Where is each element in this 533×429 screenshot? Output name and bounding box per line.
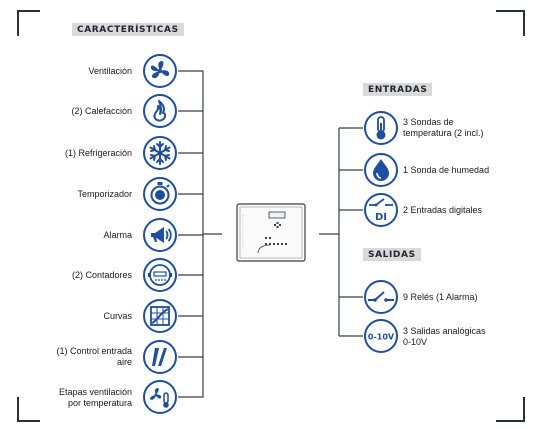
fan-thermometer-icon <box>142 379 178 415</box>
feature-label-calefaccion: (2) Calefacción <box>71 106 132 116</box>
analog-output-icon-text: 0-10V <box>368 333 395 342</box>
controller-device-image <box>236 203 306 262</box>
digital-input-switch-icon: DI <box>363 192 399 228</box>
stopwatch-icon <box>142 176 178 212</box>
heating-flame-icon <box>142 93 178 129</box>
snowflake-icon <box>142 135 178 171</box>
entrada-label-entradas-digitales: 2 Entradas digitales <box>403 205 483 215</box>
analog-output-icon: 0-10V <box>363 318 399 354</box>
entradas-header: ENTRADAS <box>363 83 433 96</box>
curve-chart-icon <box>142 298 178 334</box>
feature-label-etapas-ventilacion: Etapas ventilación por temperatura <box>58 387 132 408</box>
megaphone-icon <box>142 217 178 253</box>
thermometer-icon <box>363 110 399 146</box>
feature-label-contadores: (2) Contadores <box>71 270 132 280</box>
feature-label-ventilacion: Ventilación <box>88 66 132 76</box>
feature-label-alarma: Alarma <box>103 230 132 240</box>
salida-label-salidas-analogicas: 3 Salidas analógicas 0-10V <box>403 326 486 347</box>
caracteristicas-header: CARACTERÍSTICAS <box>72 23 184 36</box>
feature-label-curvas: Curvas <box>103 311 132 321</box>
feature-label-refrigeracion: (1) Refrigeración <box>64 148 132 158</box>
feature-label-control-entrada-aire: (1) Control entrada aire <box>56 346 132 367</box>
air-inlet-icon <box>142 339 178 375</box>
entrada-label-sondas-temperatura: 3 Sondas de temperatura (2 incl.) <box>403 117 484 138</box>
humidity-drop-icon <box>363 152 399 188</box>
fan-icon <box>142 53 178 89</box>
entrada-label-sonda-humedad: 1 Sonda de humedad <box>403 165 490 175</box>
salidas-header: SALIDAS <box>363 248 421 261</box>
relay-switch-icon <box>363 279 399 315</box>
digital-input-icon-text: DI <box>375 212 387 223</box>
meter-icon <box>142 257 178 293</box>
salida-label-reles: 9 Relés (1 Alarma) <box>403 292 478 302</box>
feature-label-temporizador: Temporizador <box>77 189 132 199</box>
